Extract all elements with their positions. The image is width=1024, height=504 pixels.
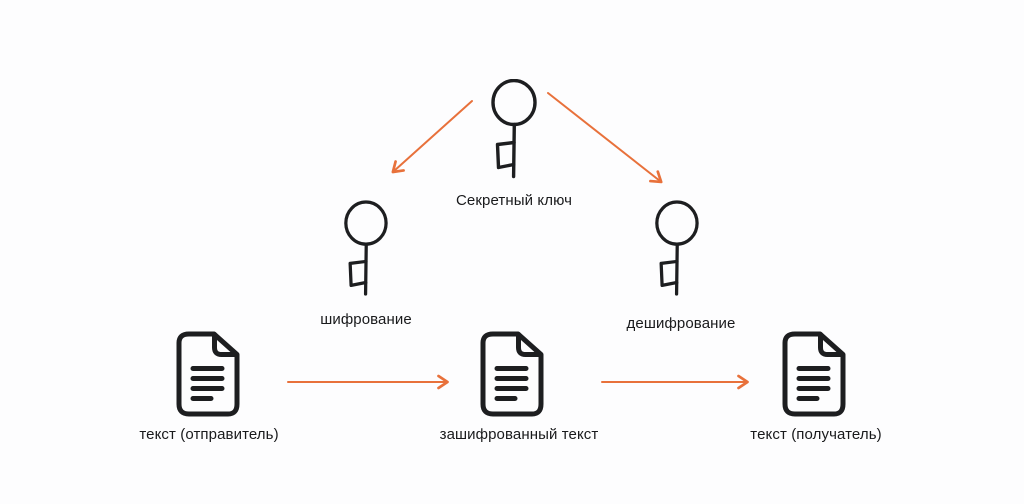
arrow-sender-to-encrypted-icon bbox=[287, 374, 449, 390]
arrow-encrypted-to-recipient-icon bbox=[601, 374, 749, 390]
arrow-secret-to-encryption-icon bbox=[391, 100, 473, 174]
decryption-label: дешифрование bbox=[626, 315, 736, 332]
recipient-text-label: текст (получатель) bbox=[750, 426, 882, 443]
sender-text-label: текст (отправитель) bbox=[139, 426, 279, 443]
secret-key-label: Секретный ключ bbox=[455, 192, 573, 209]
document-icon bbox=[480, 331, 544, 417]
key-icon bbox=[491, 79, 537, 179]
document-icon bbox=[782, 331, 846, 417]
arrow-secret-to-decryption-icon bbox=[547, 92, 663, 184]
encryption-label: шифрование bbox=[320, 311, 412, 328]
key-icon bbox=[655, 200, 699, 296]
encrypted-text-label: зашифрованный текст bbox=[439, 426, 599, 443]
key-icon bbox=[344, 200, 388, 296]
document-icon bbox=[176, 331, 240, 417]
